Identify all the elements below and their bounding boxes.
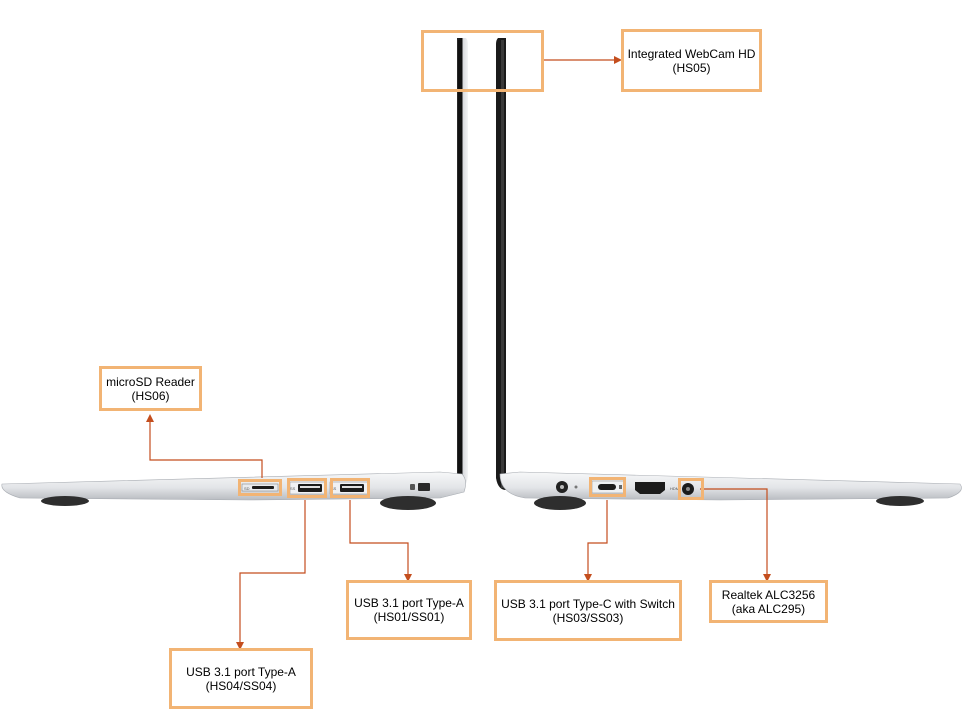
callout-audio: Realtek ALC3256 (aka ALC295) xyxy=(709,580,828,623)
right-laptop-base xyxy=(499,471,962,501)
callout-webcam-code: (HS05) xyxy=(672,60,711,75)
callout-microsd-code: (HS06) xyxy=(131,388,170,403)
usb-c-highlight xyxy=(589,477,626,497)
right-laptop: HDMI xyxy=(496,38,962,510)
left-laptop-base xyxy=(1,471,466,501)
callout-microsd-name: microSD Reader xyxy=(106,374,195,389)
hdmi-port: HDMI xyxy=(635,482,680,494)
sd-slot-highlight xyxy=(238,479,282,496)
callout-usb-a-left: USB 3.1 port Type-A (HS04/SS04) xyxy=(169,648,313,709)
sd-card-slot: SD xyxy=(241,483,279,492)
connectors xyxy=(146,56,771,650)
audio-highlight xyxy=(678,478,704,500)
hdmi-glyph: HDMI xyxy=(670,486,680,491)
usb-a-port-left: SS xyxy=(289,481,327,495)
callout-usb-c-code: (HS03/SS03) xyxy=(552,610,624,625)
callout-usb-a-left-name: USB 3.1 port Type-A xyxy=(186,664,296,679)
power-jack xyxy=(556,481,578,493)
sd-port-glyph: SD xyxy=(244,486,250,491)
callout-usb-a-right: USB 3.1 port Type-A (HS01/SS01) xyxy=(346,580,472,640)
callout-microsd: microSD Reader (HS06) xyxy=(99,366,202,411)
usb3-glyph: SS xyxy=(331,486,337,491)
usb3-glyph: SS xyxy=(290,486,296,491)
left-laptop: SD SS SS xyxy=(1,38,468,510)
connector-usb-c xyxy=(584,500,608,582)
connector-usb-a-right xyxy=(349,500,412,582)
callout-usb-a-left-code: (HS04/SS04) xyxy=(205,678,277,693)
callout-usb-c: USB 3.1 port Type-C with Switch (HS03/SS… xyxy=(494,580,682,641)
callout-usb-a-right-code: (HS01/SS01) xyxy=(373,610,445,624)
audio-jack xyxy=(682,483,694,495)
callout-webcam-name: Integrated WebCam HD xyxy=(627,46,756,61)
right-laptop-foot xyxy=(534,496,586,510)
connector-audio xyxy=(700,488,771,582)
webcam-highlight xyxy=(421,30,544,92)
left-laptop-foot xyxy=(380,496,436,510)
callout-usb-a-right-name: USB 3.1 port Type-A xyxy=(354,596,464,610)
usb-a-left-highlight xyxy=(287,478,327,498)
callout-usb-c-name: USB 3.1 port Type-C with Switch xyxy=(501,596,675,611)
usb-a-right-highlight xyxy=(330,478,370,498)
usb-c-port xyxy=(591,480,625,494)
connector-usb-a-left xyxy=(236,500,306,650)
callout-audio-code: (aka ALC295) xyxy=(731,601,806,616)
security-lock-slot xyxy=(410,483,430,491)
right-laptop-foot xyxy=(876,496,924,506)
connector-microsd xyxy=(146,414,263,478)
callout-webcam: Integrated WebCam HD (HS05) xyxy=(621,29,762,92)
callout-audio-name: Realtek ALC3256 xyxy=(721,587,816,602)
left-laptop-foot xyxy=(41,496,89,506)
